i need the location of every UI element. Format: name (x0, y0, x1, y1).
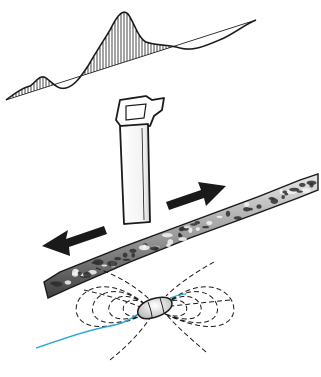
rock-spot (167, 239, 173, 245)
field-line (92, 292, 145, 323)
rock-spot (122, 259, 130, 261)
rock-spot (153, 247, 157, 250)
wand-handle (116, 96, 164, 128)
rock-spot (139, 245, 150, 250)
rock-spot (309, 183, 313, 188)
rock-spot (123, 253, 128, 258)
marker-body (138, 297, 172, 319)
wand-body (120, 124, 150, 224)
right-arrow-shape (166, 182, 226, 210)
signal-profile-curve (6, 12, 256, 100)
rock-spot (271, 198, 279, 204)
rock-spot (83, 272, 91, 278)
rock-spot (217, 216, 223, 218)
rock-spot (282, 191, 287, 194)
rock-spot (190, 223, 197, 226)
rock-spot (244, 202, 249, 207)
rock-spot (243, 207, 250, 211)
rock-spot (91, 262, 99, 264)
cable-locator-wand-icon (116, 96, 164, 224)
left-arrow-shape (42, 226, 107, 256)
rock-spot (65, 280, 72, 284)
rock-spot (282, 196, 285, 199)
hatch-baseline (6, 20, 256, 100)
rock-spot (226, 211, 230, 217)
rock-spot (280, 189, 283, 194)
field-line (76, 287, 145, 327)
rock-spot (299, 183, 306, 187)
cable-line (36, 314, 138, 348)
rock-spot (178, 233, 181, 237)
right-arrow-icon (166, 182, 226, 210)
rock-spot (188, 227, 192, 233)
field-line (166, 262, 214, 296)
rock-spot (301, 188, 311, 193)
rock-spot (114, 257, 121, 260)
left-arrow-icon (42, 226, 107, 256)
rock-spot (107, 261, 117, 267)
signal-profile-hatching (6, 12, 256, 100)
rock-spot (234, 216, 242, 219)
rock-spot (196, 227, 200, 231)
rock-spot (72, 272, 78, 277)
field-line (166, 314, 206, 352)
signal-profile-icon (6, 12, 256, 100)
rock-spot (129, 249, 136, 253)
rock-spot (102, 265, 108, 267)
buried-marker-icon (138, 297, 172, 319)
rock-spot (131, 253, 135, 258)
rock-spot (53, 281, 63, 286)
field-line (165, 287, 234, 327)
rock-spot (179, 227, 184, 231)
rock-spot (162, 233, 173, 237)
rock-spot (179, 237, 187, 241)
rock-spot (206, 221, 212, 225)
rock-spot (184, 226, 190, 229)
rock-spot (289, 188, 299, 192)
field-line (165, 292, 218, 323)
rock-spot (256, 204, 261, 208)
rock-spot (202, 226, 209, 228)
